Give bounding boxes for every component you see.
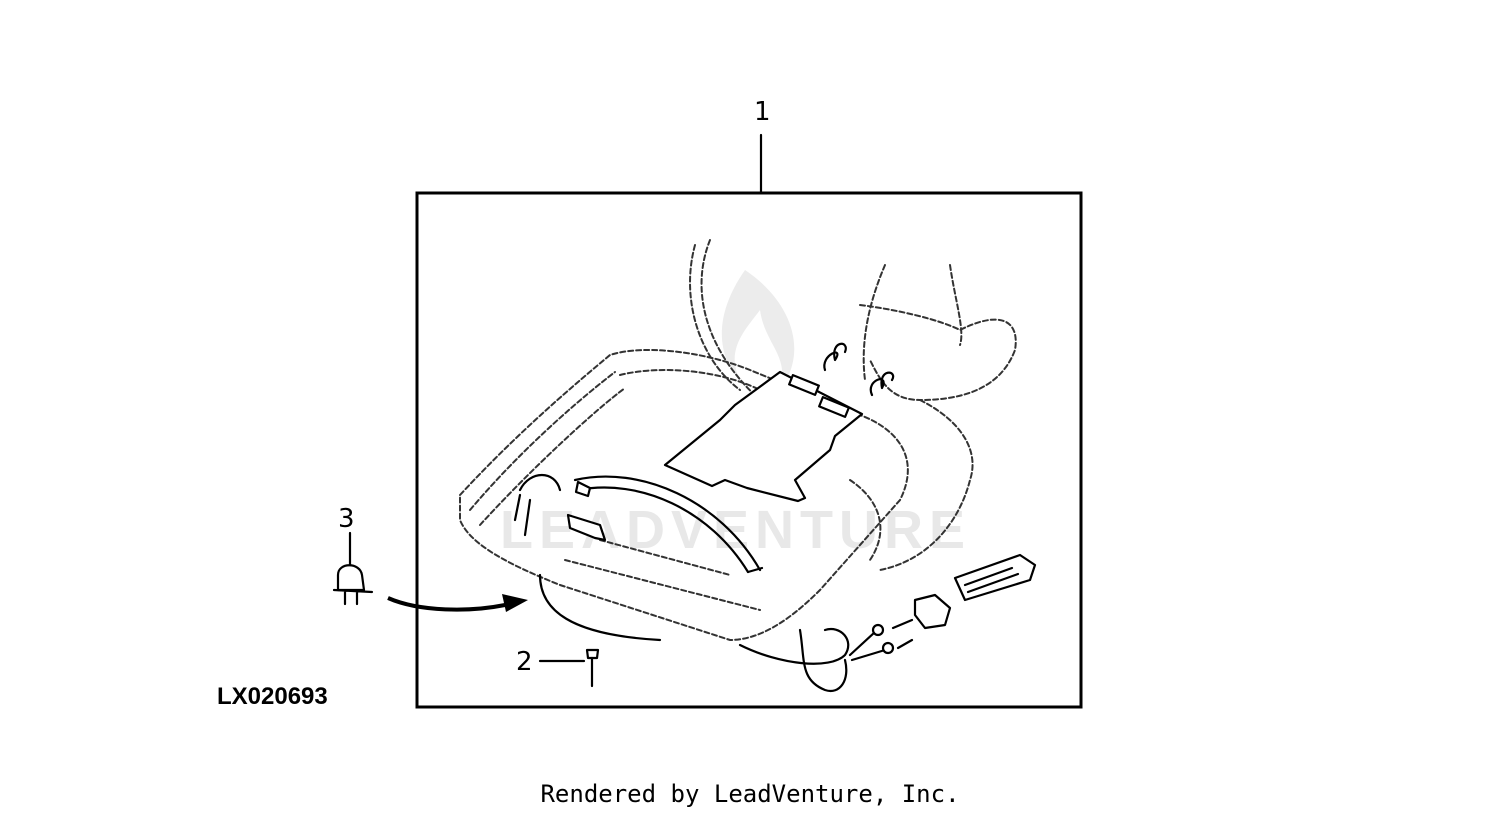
footer-credit: Rendered by LeadVenture, Inc. xyxy=(540,780,959,808)
seat-outline xyxy=(459,239,1017,642)
callout-3-label: 3 xyxy=(338,504,355,534)
callout-1-label: 1 xyxy=(754,97,771,127)
watermark-flame-icon xyxy=(721,270,795,390)
assembly-frame xyxy=(415,191,1083,709)
figure-id: LX020693 xyxy=(217,683,328,710)
fastener-part xyxy=(538,648,600,688)
seat-switch-plate xyxy=(663,342,895,503)
clip-part xyxy=(332,531,374,606)
wire-harness xyxy=(513,474,1037,693)
callout-2-label: 2 xyxy=(516,647,533,677)
install-arrow xyxy=(387,594,528,612)
watermark-text: LEADVENTURE xyxy=(500,500,971,560)
